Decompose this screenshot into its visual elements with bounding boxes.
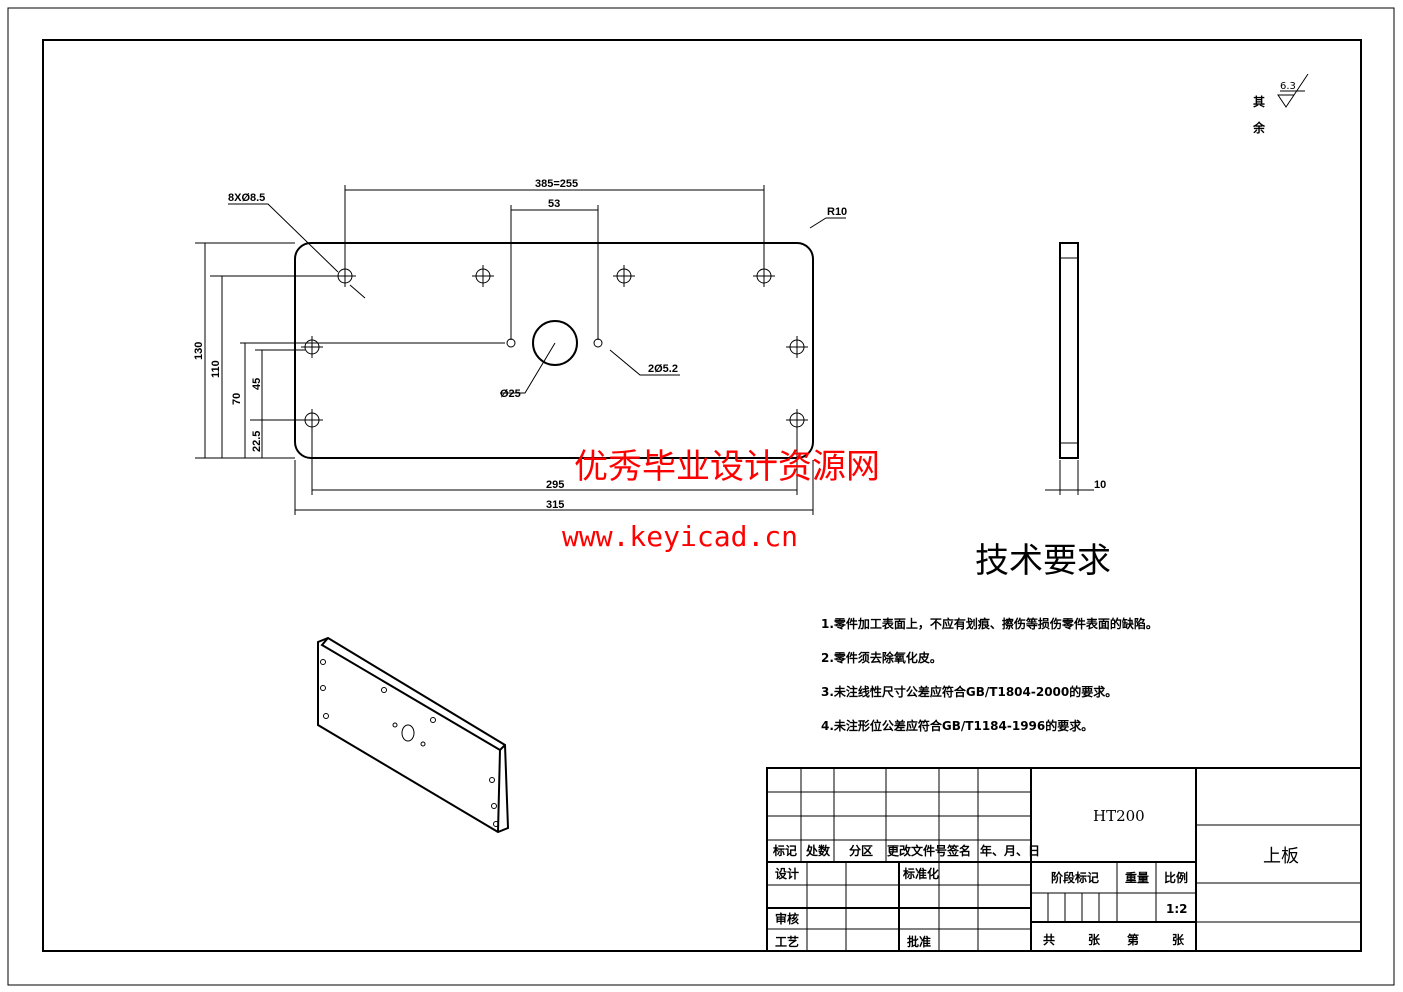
technical-requirements: 技术要求 1.零件加工表面上，不应有划痕、擦伤等损伤零件表面的缺陷。 2.零件须…: [821, 541, 1158, 733]
drawing-label: 年、月、日: [980, 843, 1040, 858]
front-view: 8XØ8.5 385=255 53 R10 2Ø5.2 Ø25 130 110 …: [193, 178, 847, 515]
drawing-label: 3.未注线性尺寸公差应符合GB/T1804-2000的要求。: [821, 684, 1117, 699]
drawing-label: 315: [546, 499, 564, 511]
drawing-label: 更改文件号: [887, 843, 947, 858]
drawing-label: 审核: [775, 911, 799, 926]
drawing-label: 设计: [775, 866, 799, 881]
drawing-label: 1:2: [1166, 902, 1188, 916]
drawing-label: 分区: [849, 843, 873, 858]
drawing-label: 其: [1253, 94, 1265, 109]
drawing-label: 张: [1088, 932, 1101, 947]
drawing-label: 10: [1094, 479, 1106, 491]
drawing-label: 共: [1043, 932, 1055, 947]
hole-centerline: [613, 265, 635, 287]
title-block: 标记 处数 分区 更改文件号 签名 年、月、日 设计 标准化 审核 工艺 批准 …: [766, 767, 1362, 952]
drawing-label: 1.零件加工表面上，不应有划痕、擦伤等损伤零件表面的缺陷。: [821, 616, 1158, 631]
sheet-border: [7, 7, 1395, 986]
drawing-label: 45: [251, 378, 263, 390]
small-hole: [593, 338, 603, 348]
drawing-label: 张: [1172, 932, 1185, 947]
drawing-label: HT200: [1093, 807, 1145, 825]
side-view: 10: [1045, 242, 1106, 495]
drawing-label: 批准: [907, 934, 931, 949]
drawing-label: 110: [210, 360, 222, 378]
roughness-symbol: 6.3 其 余: [1252, 73, 1309, 135]
drawing-label: 阶段标记: [1051, 870, 1099, 885]
drawing-label: 295: [546, 479, 564, 491]
hole-centerline: [301, 336, 323, 358]
drawing-label: 第: [1127, 932, 1139, 947]
drawing-label: 70: [231, 393, 243, 405]
drawing-frame: [42, 39, 1362, 952]
drawing-label: 余: [1252, 120, 1266, 135]
drawing-label: 工艺: [775, 934, 799, 949]
drawing-label: 处数: [805, 843, 831, 858]
drawing-label: 53: [548, 198, 560, 210]
drawing-label: 标记: [772, 843, 797, 858]
drawing-label: Ø25: [500, 388, 521, 400]
drawing-label: 2.零件须去除氧化皮。: [821, 650, 942, 665]
isometric-view: [317, 636, 510, 834]
drawing-label: 比例: [1164, 870, 1188, 885]
drawing-label: 上板: [1263, 846, 1299, 867]
hole-centerline: [786, 336, 808, 358]
center-hole: [532, 320, 578, 366]
drawing-label: 技术要求: [975, 541, 1111, 581]
drawing-label: 8XØ8.5: [228, 192, 265, 204]
drawing-label: 130: [193, 342, 205, 360]
drawing-label: 2Ø5.2: [648, 363, 678, 375]
drawing-label: 385=255: [535, 178, 578, 190]
drawing-label: 6.3: [1280, 81, 1296, 92]
drawing-label: 22.5: [251, 431, 263, 452]
small-hole: [506, 338, 516, 348]
plate-outline: [294, 242, 814, 459]
drawing-label: 重量: [1125, 870, 1149, 885]
watermark-title: 优秀毕业设计资源网: [574, 447, 880, 487]
watermark-url: www.keyicad.cn: [562, 520, 798, 553]
drawing-label: 签名: [946, 843, 971, 858]
hole-centerline: [472, 265, 494, 287]
drawing-label: R10: [827, 206, 847, 218]
drawing-label: 标准化: [902, 866, 939, 881]
drawing-label: 4.未注形位公差应符合GB/T1184-1996的要求。: [821, 718, 1093, 733]
